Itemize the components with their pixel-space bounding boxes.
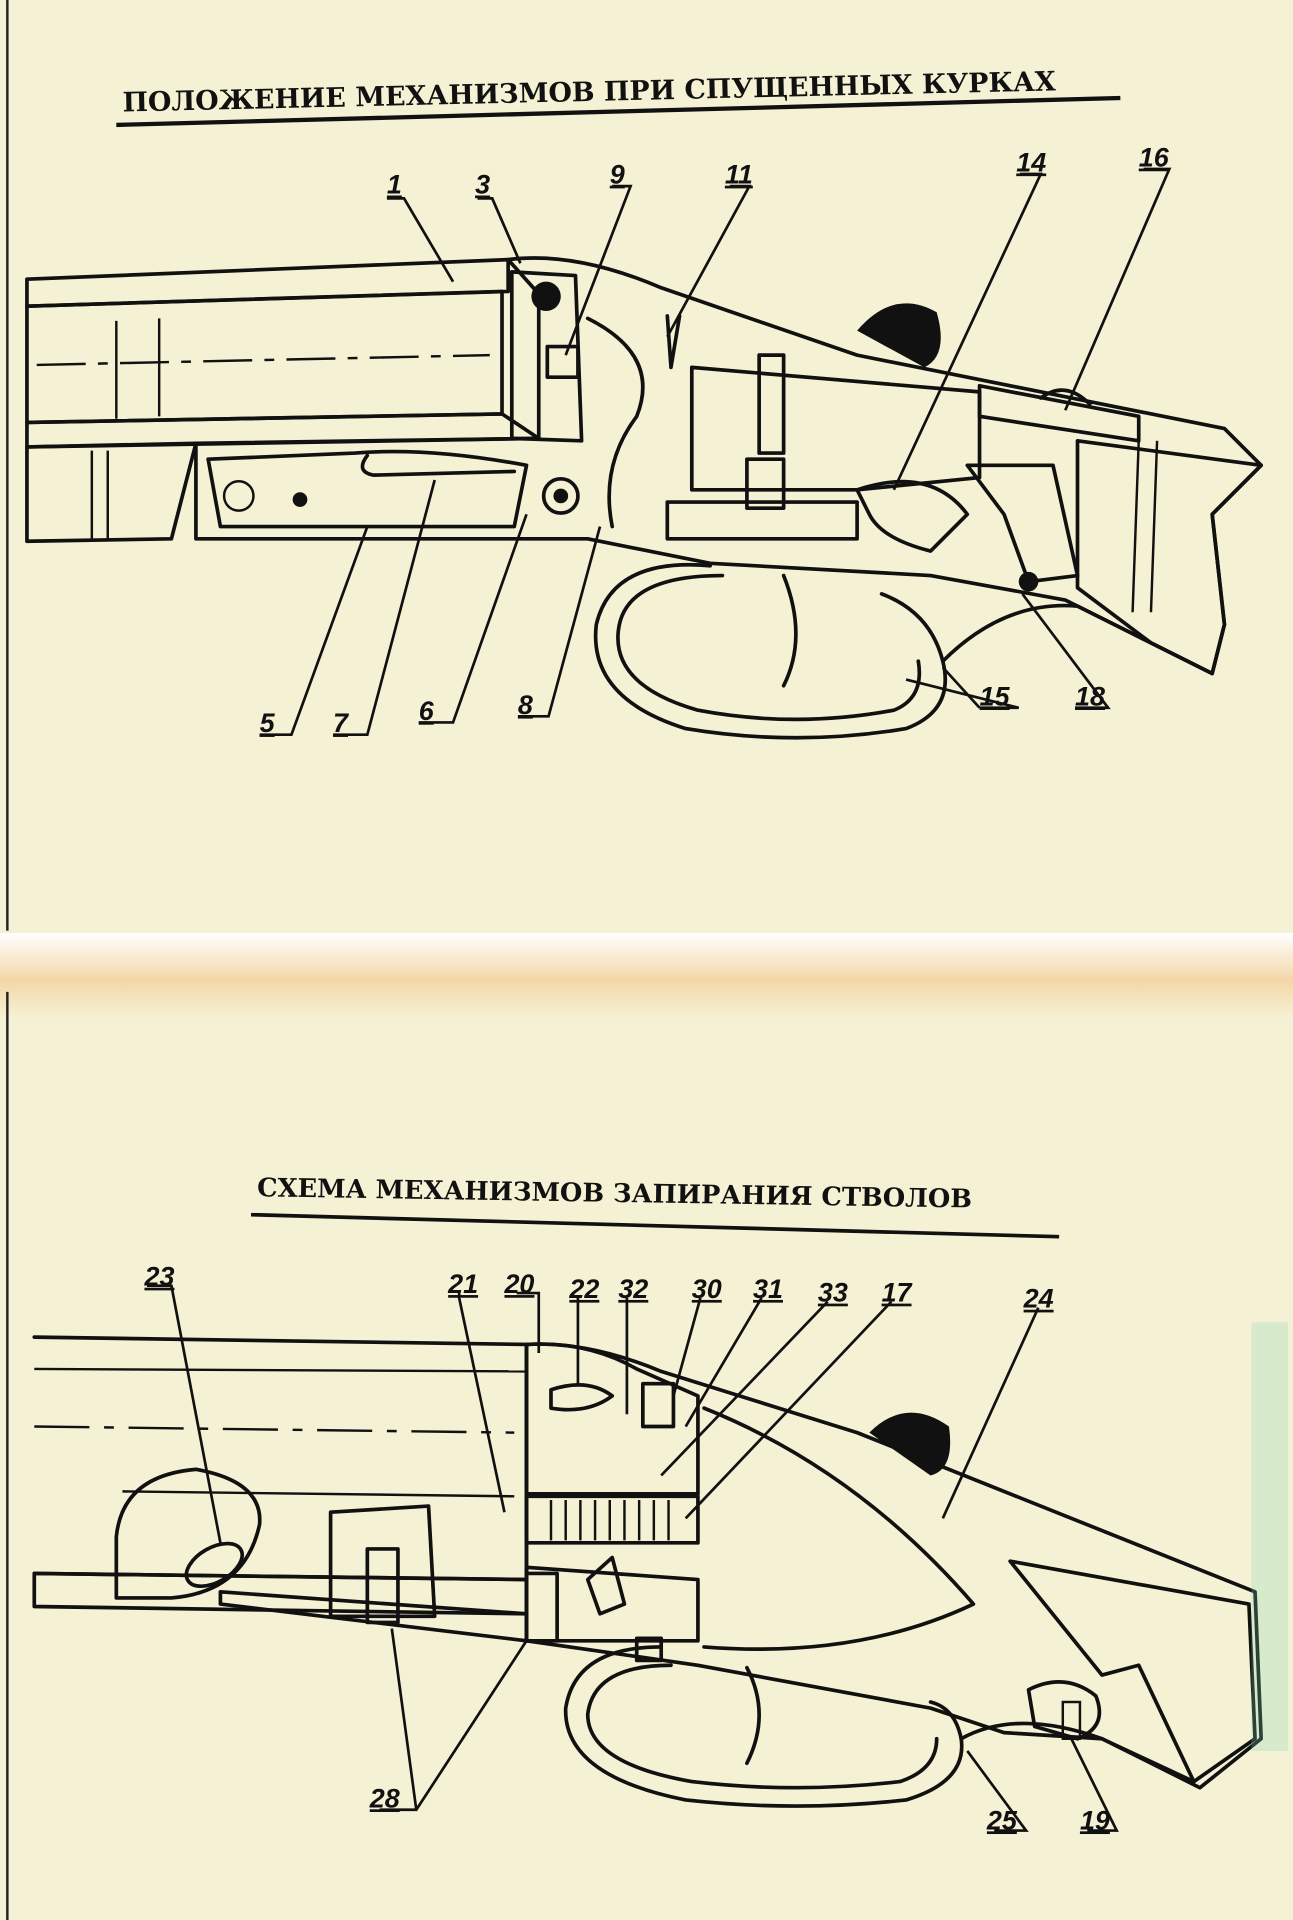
part-label-30: 30 xyxy=(692,1274,722,1304)
receiver xyxy=(524,1342,1264,1790)
part-label-14: 14 xyxy=(1016,147,1046,177)
part-label-32: 32 xyxy=(618,1274,648,1304)
top-leader-lines xyxy=(259,167,1172,737)
part-label-15: 15 xyxy=(980,681,1011,711)
part-label-19: 19 xyxy=(1080,1805,1110,1835)
top-part-numbers: 1 3 9 11 14 16 5 7 6 8 15 18 xyxy=(260,143,1170,739)
bottom-part-numbers: 23 21 20 22 32 30 31 33 17 24 28 25 19 xyxy=(143,1262,1109,1836)
part-label-11: 11 xyxy=(725,160,753,190)
part-label-20: 20 xyxy=(503,1269,534,1299)
bottom-leader-lines xyxy=(146,1284,1119,1832)
trigger-guard xyxy=(563,1636,1196,1808)
part-label-6: 6 xyxy=(419,696,435,726)
bottom-figure: СХЕМА МЕХАНИЗМОВ ЗАПИРАНИЯ СТВОЛОВ xyxy=(32,1173,1264,1836)
part-label-25: 25 xyxy=(986,1805,1018,1835)
forend xyxy=(25,441,198,544)
barrels xyxy=(25,257,541,449)
barrels xyxy=(32,1335,529,1643)
receiver xyxy=(194,256,1264,676)
part-label-3: 3 xyxy=(475,170,490,200)
part-label-31: 31 xyxy=(753,1274,783,1304)
trigger-guard xyxy=(593,563,1215,740)
part-label-18: 18 xyxy=(1075,681,1105,711)
part-label-24: 24 xyxy=(1023,1284,1054,1314)
part-label-9: 9 xyxy=(610,160,625,190)
part-label-28: 28 xyxy=(369,1783,400,1813)
locking-block-front xyxy=(114,1467,437,1625)
part-label-8: 8 xyxy=(518,690,533,720)
scan-stain xyxy=(1251,1322,1289,1751)
part-label-7: 7 xyxy=(333,708,350,738)
title-underline xyxy=(250,1212,1060,1239)
title-underline xyxy=(116,95,1121,128)
bottom-figure-title: СХЕМА МЕХАНИЗМОВ ЗАПИРАНИЯ СТВОЛОВ xyxy=(257,1173,972,1214)
part-label-5: 5 xyxy=(260,708,276,738)
part-label-1: 1 xyxy=(387,170,402,200)
page-gap xyxy=(0,933,1293,1019)
part-label-23: 23 xyxy=(143,1262,174,1292)
part-label-22: 22 xyxy=(568,1274,599,1304)
part-label-16: 16 xyxy=(1139,143,1170,173)
part-label-17: 17 xyxy=(882,1278,914,1308)
top-figure: ПОЛОЖЕНИЕ МЕХАНИЗМОВ ПРИ СПУЩЕННЫХ КУРКА… xyxy=(25,66,1264,740)
part-label-21: 21 xyxy=(447,1269,478,1299)
part-label-33: 33 xyxy=(818,1278,848,1308)
